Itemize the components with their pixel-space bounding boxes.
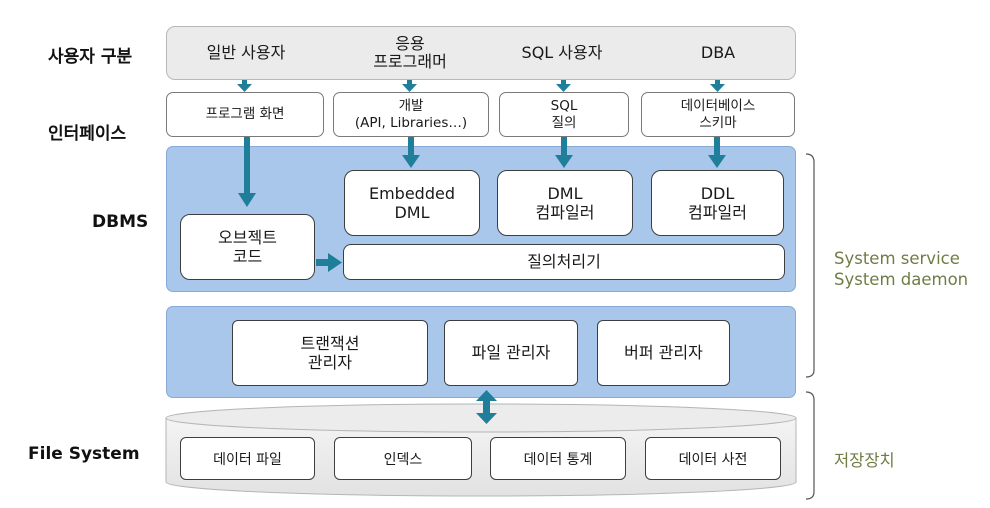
- row-label-file-system: File System: [28, 444, 140, 464]
- arrow-user-general: [237, 80, 252, 92]
- box-embedded-dml: Embedded DML: [344, 170, 480, 236]
- arrow-schema-to-ddl: [708, 137, 726, 168]
- box-buffer-manager: 버퍼 관리자: [597, 320, 730, 386]
- fs-index: 인덱스: [334, 437, 472, 480]
- arrow-manager-storage: [476, 390, 497, 424]
- box-ddl-compiler: DDL 컴파일러: [651, 170, 784, 236]
- interface-development: 개발 (API, Libraries…): [333, 92, 489, 137]
- arrow-sql-to-dml: [555, 137, 573, 168]
- arrow-user-programmer: [402, 80, 417, 92]
- arrow-program-to-object-code: [238, 137, 256, 207]
- row-label-interface: 인터페이스: [48, 123, 127, 144]
- box-query-processor: 질의처리기: [343, 244, 785, 280]
- user-general: 일반 사용자: [206, 42, 286, 62]
- row-label-user-type: 사용자 구분: [48, 46, 133, 67]
- fs-data-dictionary: 데이터 사전: [645, 437, 781, 480]
- arrow-user-sql: [556, 80, 571, 92]
- brace-storage: [805, 391, 815, 500]
- fs-data-statistics: 데이터 통계: [490, 437, 626, 480]
- arrow-user-dba: [710, 80, 725, 92]
- side-label-system: System service System daemon: [834, 249, 969, 290]
- interface-program-screen: 프로그램 화면: [166, 92, 324, 137]
- side-label-storage: 저장장치: [834, 451, 895, 470]
- fs-data-file: 데이터 파일: [180, 437, 315, 480]
- box-file-manager: 파일 관리자: [444, 320, 578, 386]
- row-label-dbms: DBMS: [92, 212, 149, 232]
- user-app-programmer: 응용 프로그래머: [373, 33, 447, 71]
- interface-sql-query: SQL 질의: [499, 92, 629, 137]
- user-sql: SQL 사용자: [521, 42, 603, 62]
- user-type-bar: [166, 26, 796, 80]
- storage-cylinder: [165, 403, 797, 497]
- box-dml-compiler: DML 컴파일러: [497, 170, 633, 236]
- arrow-dev-to-embedded: [402, 137, 420, 168]
- box-transaction-manager: 트랜잭션 관리자: [232, 320, 428, 386]
- user-dba: DBA: [700, 42, 736, 62]
- arrow-object-to-query: [316, 253, 342, 272]
- box-object-code: 오브젝트 코드: [180, 214, 315, 280]
- interface-db-schema: 데이터베이스 스키마: [641, 92, 795, 137]
- brace-system: [805, 153, 815, 378]
